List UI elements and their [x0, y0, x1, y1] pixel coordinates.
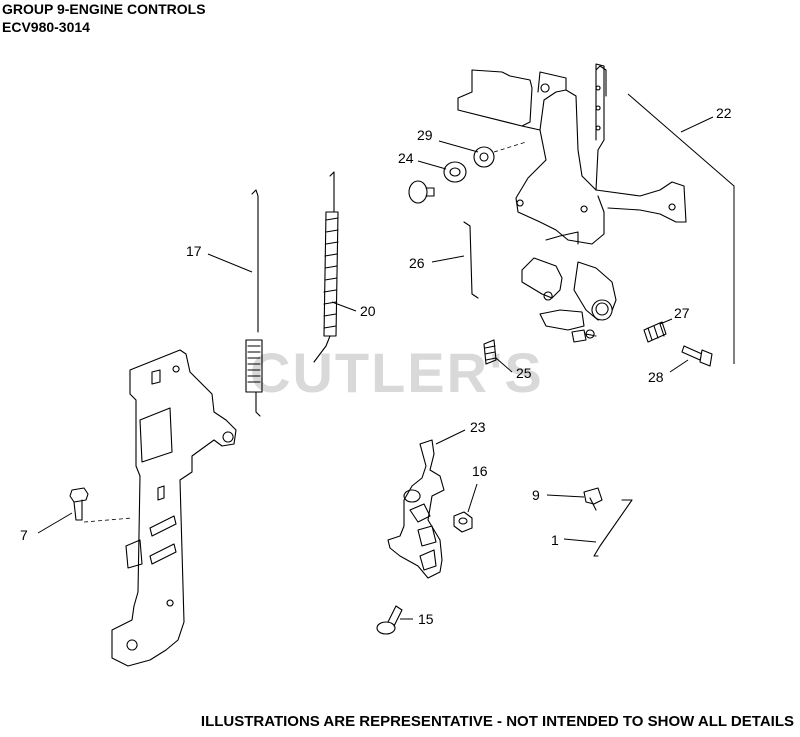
callout-16: 16 [472, 463, 488, 479]
callout-1: 1 [551, 532, 559, 548]
spring-rod-17 [245, 189, 263, 417]
washer-24 [443, 161, 467, 183]
lever-assembly-23 [387, 439, 445, 579]
callout-17: 17 [186, 243, 202, 259]
callout-28: 28 [648, 369, 664, 385]
assembly-bracket-line [627, 93, 735, 364]
callout-25: 25 [516, 365, 532, 381]
flange-bolt-7 [69, 487, 89, 521]
link-rod-26 [463, 221, 479, 299]
callout-27: 27 [674, 305, 690, 321]
pin-15 [376, 605, 403, 635]
knob-bolt [408, 180, 435, 204]
mounting-plate [111, 349, 237, 667]
small-spring-25 [483, 339, 497, 365]
callout-26: 26 [409, 255, 425, 271]
disclaimer-footer: ILLUSTRATIONS ARE REPRESENTATIVE - NOT I… [200, 713, 794, 730]
callout-22: 22 [716, 105, 732, 121]
control-bracket-assembly [457, 63, 687, 343]
clip-9 [583, 487, 603, 511]
rod-1 [593, 499, 633, 557]
callout-29: 29 [417, 127, 433, 143]
callout-23: 23 [470, 419, 486, 435]
nut-16 [453, 511, 473, 533]
watermark-text: CUTLER'S [250, 341, 544, 404]
washer-29 [473, 146, 495, 168]
spring-27 [643, 321, 667, 343]
callout-15: 15 [418, 611, 434, 627]
callout-20: 20 [360, 303, 376, 319]
callout-9: 9 [532, 487, 540, 503]
callout-24: 24 [398, 150, 414, 166]
bolt-28 [681, 345, 713, 367]
leader-lines [37, 116, 714, 620]
callout-7: 7 [20, 527, 28, 543]
diagram-group-title: GROUP 9-ENGINE CONTROLS [2, 1, 206, 17]
model-number: ECV980-3014 [2, 19, 90, 35]
extension-spring-20 [313, 171, 339, 363]
